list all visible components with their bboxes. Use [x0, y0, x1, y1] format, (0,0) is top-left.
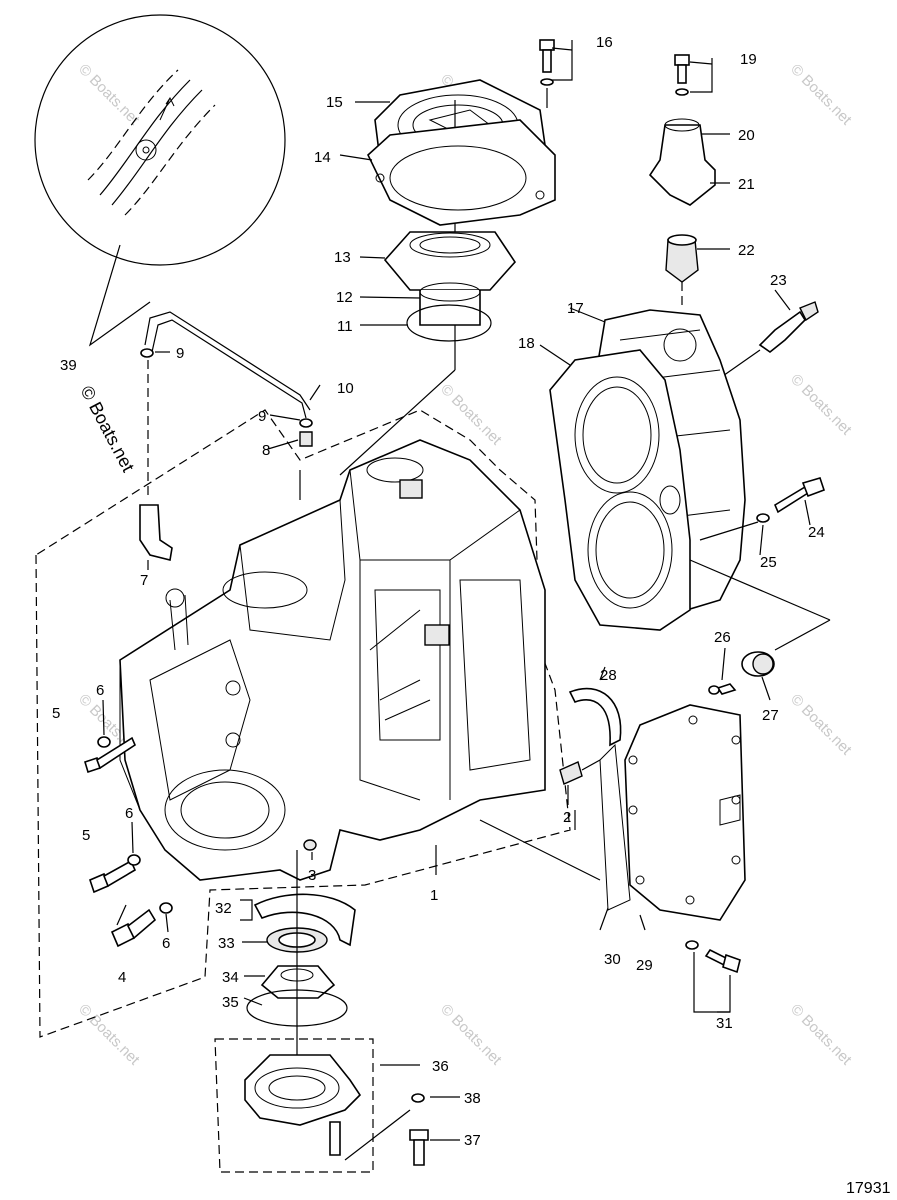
callout-24: 24 — [808, 524, 825, 541]
callout-6a: 6 — [96, 682, 104, 699]
callout-20: 20 — [738, 127, 755, 144]
callout-5b: 5 — [82, 827, 90, 844]
leader-lines — [102, 40, 811, 1161]
callout-12: 12 — [336, 289, 353, 306]
callout-17: 17 — [567, 300, 584, 317]
water-hose — [559, 687, 622, 785]
callout-28: 28 — [600, 667, 617, 684]
head-bolt — [699, 477, 826, 541]
callout-labels: 16 19 15 14 20 21 22 13 12 11 23 17 18 3… — [52, 34, 825, 1149]
callout-10: 10 — [337, 380, 354, 397]
callout-26: 26 — [714, 629, 731, 646]
callout-11: 11 — [337, 318, 353, 335]
callout-23: 23 — [770, 272, 787, 289]
callout-35: 35 — [222, 994, 239, 1011]
callout-30: 30 — [604, 951, 621, 968]
bleed-hose — [139, 311, 313, 561]
watermark: © Boats.net — [787, 371, 855, 439]
lower-seals — [246, 850, 356, 1060]
cover-gasket — [367, 119, 556, 226]
callout-3: 3 — [308, 867, 316, 884]
callout-37: 37 — [464, 1132, 481, 1149]
cylinder-block — [119, 439, 546, 881]
bearing-housing — [383, 231, 517, 342]
drain-plug — [689, 559, 831, 695]
callout-34: 34 — [222, 969, 239, 986]
callout-6c: 6 — [162, 935, 170, 952]
callout-21: 21 — [738, 176, 755, 193]
callout-9a: 9 — [176, 345, 184, 362]
callout-19: 19 — [740, 51, 757, 68]
callout-16: 16 — [596, 34, 613, 51]
callout-36: 36 — [432, 1058, 449, 1075]
callout-6b: 6 — [125, 805, 133, 822]
side-watermark: © Boats.net — [76, 382, 138, 475]
watermark: © Boats.net — [75, 1001, 143, 1069]
watermark: © Boats.net — [787, 1001, 855, 1069]
callout-32: 32 — [215, 900, 232, 917]
callout-27: 27 — [762, 707, 779, 724]
callout-14: 14 — [314, 149, 331, 166]
lower-bearing-housing — [244, 1054, 429, 1166]
callout-7: 7 — [140, 572, 148, 589]
temperature-sensor — [719, 301, 819, 379]
watermark: © Boats.net — [437, 381, 505, 449]
callout-39: 39 — [60, 357, 77, 374]
detail-magnifier — [34, 14, 286, 347]
callout-38: 38 — [464, 1090, 481, 1107]
exhaust-cover — [479, 704, 746, 931]
figure-number: 17931 — [846, 1180, 891, 1197]
callout-22: 22 — [738, 242, 755, 259]
callout-29: 29 — [636, 957, 653, 974]
cover-bolt — [685, 940, 741, 974]
watermark: © Boats.net — [75, 61, 143, 129]
callout-13: 13 — [334, 249, 351, 266]
watermark: © Boats.net — [787, 691, 855, 759]
callout-33: 33 — [218, 935, 235, 952]
bolt-16 — [539, 39, 555, 108]
callout-1: 1 — [430, 887, 438, 904]
head-gasket — [549, 349, 691, 631]
block-bolts — [84, 736, 317, 948]
callout-31: 31 — [716, 1015, 733, 1032]
callout-4: 4 — [118, 969, 126, 986]
callout-2: 2 — [563, 809, 571, 826]
watermark: © Boats.net — [787, 61, 855, 129]
callout-9b: 9 — [258, 408, 266, 425]
thermostat-assembly — [648, 54, 716, 310]
callout-8: 8 — [262, 442, 270, 459]
callout-25: 25 — [760, 554, 777, 571]
callout-5a: 5 — [52, 705, 60, 722]
callout-15: 15 — [326, 94, 343, 111]
callout-18: 18 — [518, 335, 535, 352]
